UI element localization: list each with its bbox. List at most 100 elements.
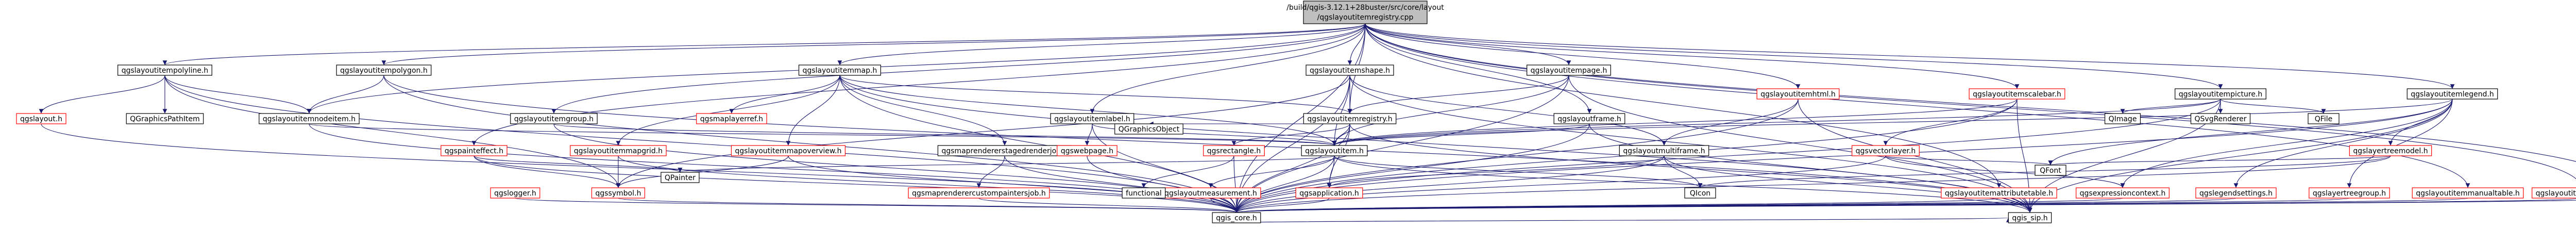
node-box [2076, 187, 2170, 199]
node-box [2532, 187, 2576, 199]
node-n4: qgslayoutitemshape.h [1306, 64, 1394, 76]
edge-n34-to-n48 [515, 198, 1239, 213]
edge-n37-to-n48 [1234, 198, 1330, 213]
edge-n2-to-n49 [383, 75, 2032, 213]
node-label: qgslayoutitemnodeitem.h [263, 115, 355, 123]
node-box [259, 113, 360, 124]
edge-n42-to-n48 [1234, 198, 2123, 213]
node-box [2412, 187, 2524, 199]
node-n24: qgslayertreemodel.h [2349, 145, 2432, 156]
edge-root-to-n15 [1090, 23, 1366, 114]
edge-n9-to-n43 [2233, 99, 2453, 188]
node-label: qgsrectangle.h [1207, 147, 1261, 155]
edge-n5-to-n16 [1347, 75, 1569, 114]
edge-root-to-n6 [1365, 23, 1801, 89]
edge-n1-to-n10 [39, 75, 165, 114]
edge-n27-to-n48 [618, 155, 1239, 213]
node-box [1114, 123, 1183, 135]
edge-root-to-n4 [1347, 23, 1366, 66]
node-n26: qgspainteffect.h [440, 145, 507, 156]
node-box [1852, 145, 1920, 156]
node-n48: qgis_core.h [1212, 212, 1261, 223]
edge-n46-to-n48 [1235, 198, 2468, 213]
root-node-box [1303, 1, 1428, 24]
edge-n2-to-n48 [383, 75, 1239, 213]
edge-root-to-n17 [1365, 23, 1592, 114]
node-n21: QImage [2104, 113, 2141, 124]
node-box [16, 113, 66, 124]
node-n30: qgswebpage.h [1057, 145, 1117, 156]
node-n19: qgslayoutmultiframe.h [1619, 145, 1709, 156]
node-label: qgslayoutitempage.h [1531, 67, 1607, 75]
node-n31: qgsrectangle.h [1203, 145, 1265, 156]
edge-n9-to-n41 [2048, 99, 2453, 166]
edge-root-to-n8 [1365, 23, 2223, 89]
node-n33: qgsmaprenderercustompaintersjob.h [908, 187, 1050, 199]
edge-n15-to-n18 [1092, 123, 1337, 146]
graph-nodes: /build/qgis-3.12.1+28buster/src/core/lay… [16, 1, 2576, 223]
node-label: qgsvectorlayer.h [1856, 147, 1916, 155]
node-box [2008, 212, 2052, 223]
node-n14: qgsmaplayerref.h [696, 113, 767, 124]
edge-root-to-n45 [1365, 23, 2002, 188]
node-label: qgslayout.h [20, 115, 62, 123]
node-n46: qgslayoutitemmanualtable.h [2412, 187, 2524, 199]
node-n45: qgslayoutitemattributetable.h [1941, 187, 2057, 199]
node-n29: qgsmaprendererstagedrenderjob.h [937, 145, 1072, 156]
edge-n4-to-n35 [616, 75, 1350, 188]
node-n44: qgslayertreegroup.h [2309, 187, 2390, 199]
edge-n8-to-n23 [2220, 99, 2326, 114]
node-label: qgslayoutitemhtml.h [1760, 90, 1836, 99]
node-box [731, 145, 846, 156]
node-box [1619, 145, 1709, 156]
node-label: qgslayoutitempicture.h [2179, 90, 2263, 99]
node-label: qgslayoutitemlabel.h [1054, 115, 1130, 123]
node-label: QPainter [665, 174, 696, 182]
node-n36: QPainter [660, 172, 700, 183]
node-box [1969, 88, 2065, 100]
edge-n26-to-n35 [473, 155, 621, 188]
edge-n29-to-n48 [1004, 155, 1239, 213]
node-box [1057, 145, 1117, 156]
node-n27: qgslayoutitemmapgrid.h [570, 145, 667, 156]
node-label: QSvgRenderer [2195, 115, 2247, 123]
node-n40: QIcon [1684, 187, 1716, 199]
edge-root-to-n9 [1365, 23, 2455, 89]
node-n32: QGraphicsObject [1114, 123, 1183, 135]
node-box [1684, 187, 1716, 199]
node-n8: qgslayoutitempicture.h [2175, 88, 2266, 100]
node-label: qgsexpressioncontext.h [2080, 189, 2166, 198]
node-box [1553, 113, 1625, 124]
edge-n35-to-n48 [618, 198, 1239, 213]
node-label: QFont [2040, 167, 2061, 175]
node-label: QIcon [1690, 189, 1710, 198]
node-box [440, 145, 507, 156]
edge-n5-to-n49 [1568, 75, 2032, 213]
dependency-edges [39, 23, 2576, 223]
node-box [2035, 165, 2066, 176]
node-label: qgswebpage.h [1061, 147, 1113, 155]
edge-n18-to-n36 [678, 155, 1335, 173]
node-label: qgspainteffect.h [445, 147, 503, 155]
edge-n12-to-n18 [309, 123, 1336, 146]
node-box [2309, 187, 2390, 199]
node-label: qgslayoutitemtexttable.h [2536, 189, 2576, 198]
edge-n26-to-n36 [473, 155, 683, 173]
node-n20: qgsvectorlayer.h [1852, 145, 1920, 156]
node-n1: qgslayoutitempolyline.h [117, 64, 212, 76]
node-label: qgslayoutitemgroup.h [514, 115, 594, 123]
node-box [2349, 145, 2432, 156]
edge-n5-to-n18 [1332, 75, 1569, 146]
edge-n26-to-n48 [473, 155, 1239, 213]
node-n15: qgslayoutitemlabel.h [1050, 113, 1134, 124]
node-n9: qgslayoutitemlegend.h [2406, 88, 2498, 100]
node-box [1122, 187, 1166, 199]
node-n16: qgslayoutitemregistry.h [1303, 113, 1397, 124]
edge-n3-to-n28 [786, 75, 840, 146]
edge-n48-to-n49 [1236, 217, 2010, 223]
edge-n9-to-n18 [1332, 99, 2453, 146]
node-label: qgslayoutitemlegend.h [2411, 90, 2494, 99]
node-n11: QGraphicsPathItem [126, 113, 204, 124]
node-label: qgsmaprendererstagedrenderjob.h [941, 147, 1067, 155]
edge-n25-to-n48 [1235, 200, 2576, 213]
